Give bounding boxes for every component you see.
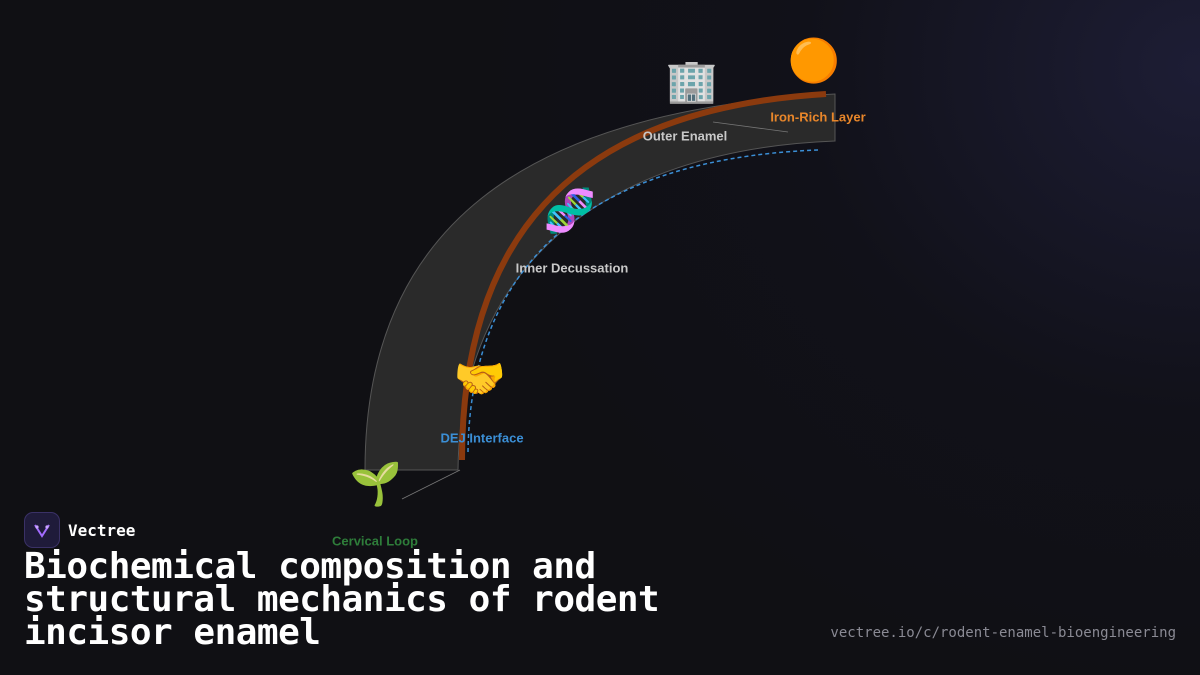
source-url: vectree.io/c/rodent-enamel-bioengineerin… — [830, 625, 1176, 641]
background-glow — [500, 0, 1200, 675]
vectree-logo-icon — [24, 512, 60, 548]
page-title: Biochemical composition and structural m… — [24, 546, 660, 653]
brand: Vectree — [24, 512, 135, 548]
dej-interface-label: DEJ Interface — [440, 430, 524, 446]
inner-decussation-label: Inner Decussation — [515, 260, 629, 276]
office-building-icon: 🏢 — [665, 56, 719, 105]
outer-enamel-leader — [712, 121, 789, 133]
dej-dashed-line — [467, 149, 819, 453]
dna-icon: 🧬 — [543, 186, 597, 235]
cervical-loop-label: Cervical Loop — [332, 533, 418, 549]
enamel-band — [364, 93, 836, 471]
orange-circle-icon: 🟠 — [787, 36, 841, 85]
iron-rich-layer-line — [459, 91, 827, 461]
seedling-icon: 🌱 — [349, 459, 403, 508]
cervical-loop-leader — [401, 469, 461, 500]
iron-rich-layer-label: Iron-Rich Layer — [770, 109, 866, 125]
brand-name: Vectree — [68, 520, 136, 540]
handshake-icon: 🤝 — [453, 354, 507, 403]
outer-enamel-label: Outer Enamel — [642, 128, 728, 144]
